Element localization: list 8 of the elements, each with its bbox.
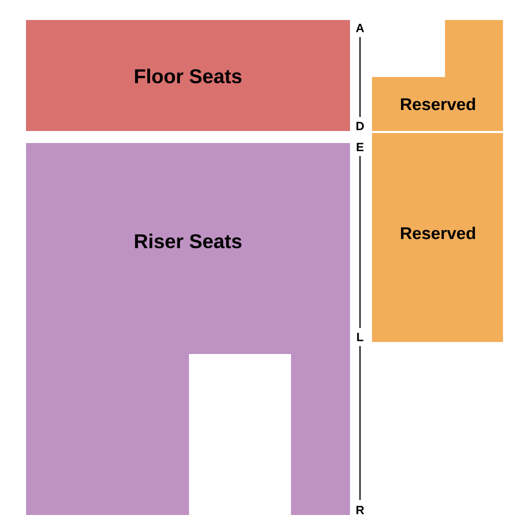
seating-section: Riser Seats [26, 143, 350, 515]
row-letter: D [356, 122, 364, 130]
row-letter: L [357, 332, 364, 342]
seating-section: Reserved [372, 20, 503, 131]
row-letter: A [356, 24, 364, 32]
seating-section: Reserved [372, 133, 503, 342]
seating-section: Floor Seats [26, 20, 350, 131]
row-letter: E [356, 142, 364, 152]
